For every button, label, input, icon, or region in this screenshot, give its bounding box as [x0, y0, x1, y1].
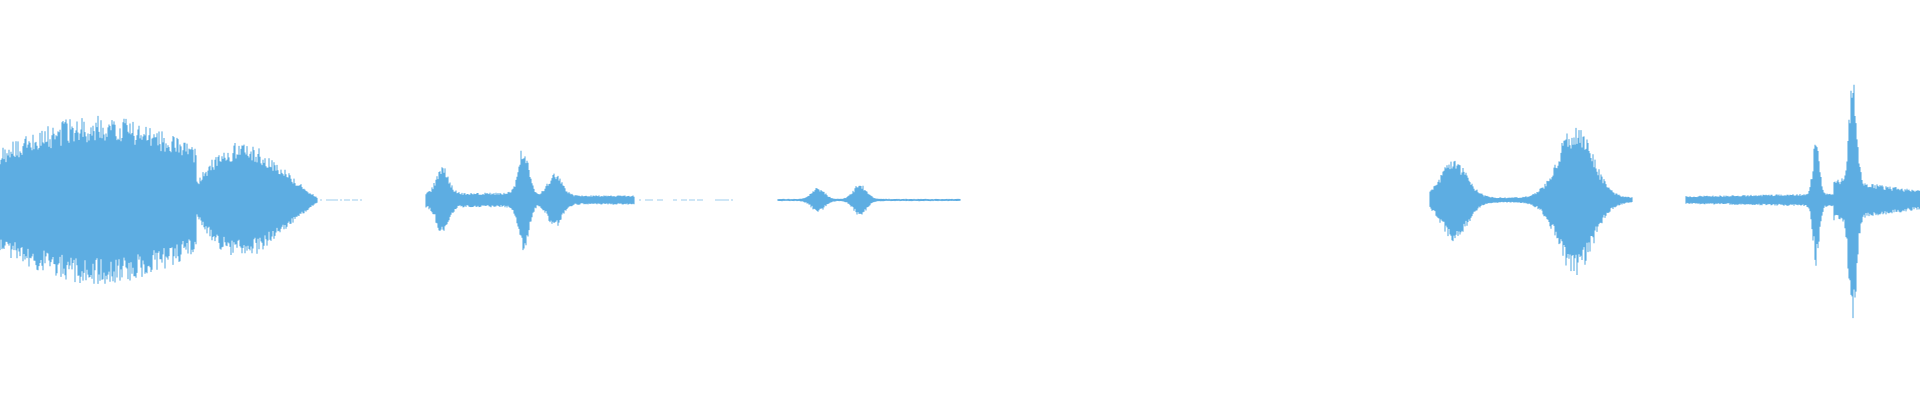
waveform-noise-floor — [316, 199, 733, 201]
waveform-signal — [0, 84, 1920, 319]
